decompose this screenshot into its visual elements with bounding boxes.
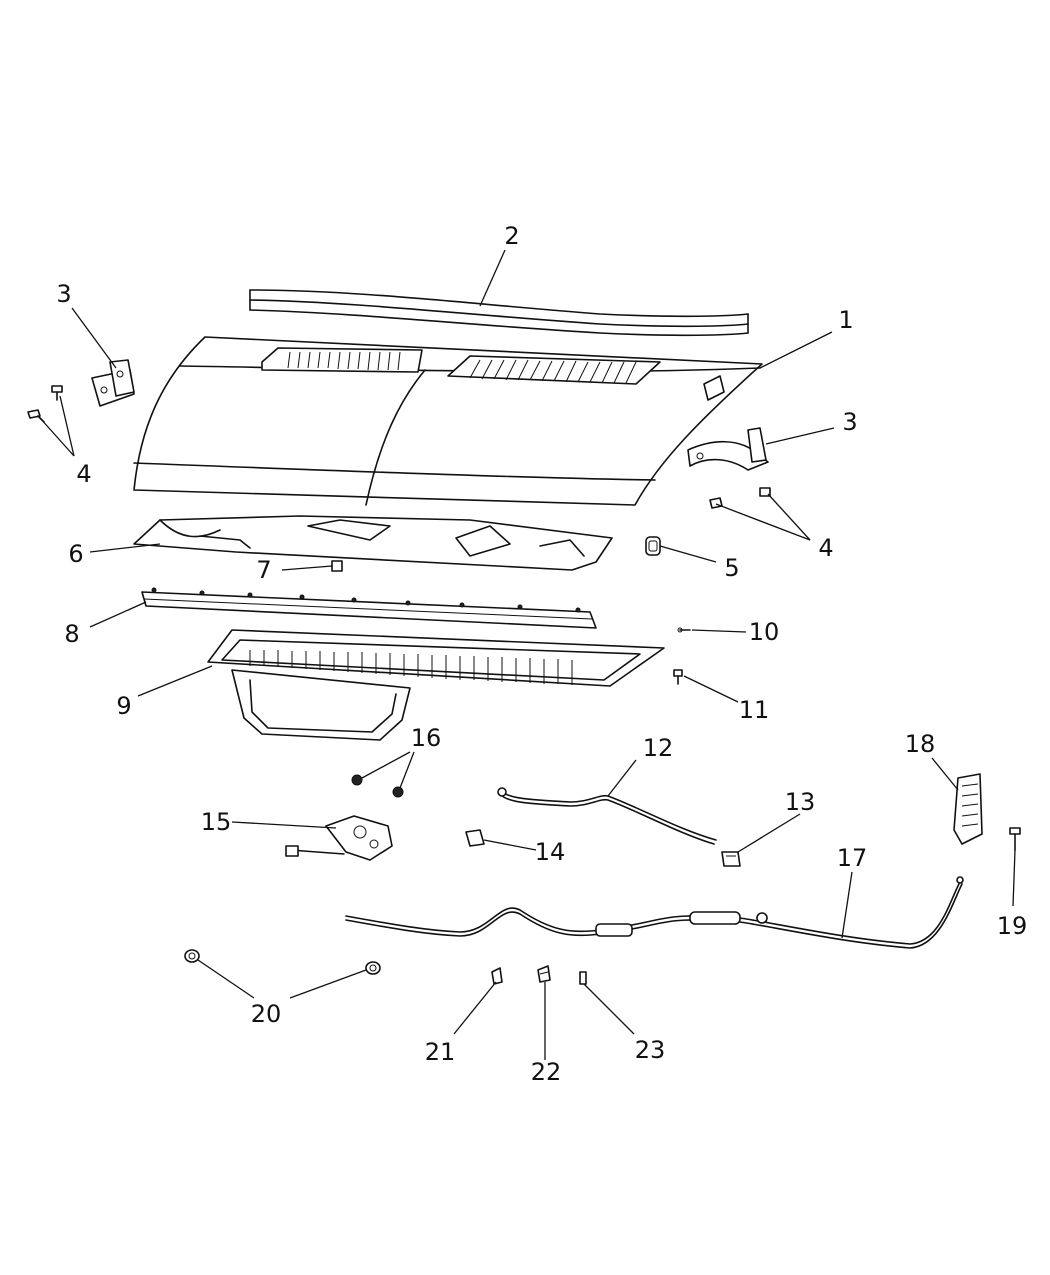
callout-9: 9: [116, 692, 131, 720]
callout-19: 19: [997, 912, 1028, 940]
callout-20: 20: [251, 1000, 282, 1028]
part-18-handle: [953, 773, 983, 845]
leader-lines: [39, 249, 1016, 1060]
callout-1: 1: [838, 306, 853, 334]
part-15-latch: [285, 815, 393, 861]
callout-21: 21: [425, 1038, 456, 1066]
callout-8: 8: [64, 620, 79, 648]
callout-numbers: 1 2 3 3 4 4 5 6 7 8 9 10 11 12 13 14 15 …: [56, 222, 1027, 1086]
part-22-clip: [537, 965, 551, 983]
callout-5: 5: [724, 554, 739, 582]
part-2-hood-seal: [249, 289, 749, 337]
part-7-clip: [331, 560, 343, 572]
part-20-grommets: [184, 949, 381, 975]
part-13-clip: [721, 851, 741, 867]
callout-2: 2: [504, 222, 519, 250]
part-5-grommet: [645, 536, 661, 556]
part-21-clip: [491, 967, 503, 985]
part-17-cable: [345, 876, 964, 949]
part-8-seal-strip: [141, 587, 597, 629]
part-10-pin: [677, 627, 691, 633]
callout-10: 10: [749, 618, 780, 646]
part-16-nuts: [351, 774, 404, 798]
callout-3-right: 3: [842, 408, 857, 436]
callout-17: 17: [837, 844, 868, 872]
callout-12: 12: [643, 734, 674, 762]
callout-4-right: 4: [818, 534, 833, 562]
part-12-rod: [497, 787, 717, 845]
part-9-cowl-tray: [207, 629, 665, 741]
callout-13: 13: [785, 788, 816, 816]
part-11-screw: [673, 669, 683, 685]
part-14-clip: [465, 829, 485, 847]
callout-7: 7: [256, 556, 271, 584]
part-1-hood-panel: [133, 336, 763, 506]
part-4-bolts-left: [27, 385, 63, 423]
callout-22: 22: [531, 1058, 562, 1086]
callout-11: 11: [739, 696, 770, 724]
part-23-clip: [579, 971, 587, 985]
callout-15: 15: [201, 808, 232, 836]
callout-3-left: 3: [56, 280, 71, 308]
callout-18: 18: [905, 730, 936, 758]
part-3-right-hinge: [687, 427, 769, 471]
callout-4-left: 4: [76, 460, 91, 488]
callout-16: 16: [411, 724, 442, 752]
part-3-left-hinge: [91, 359, 135, 407]
callout-6: 6: [68, 540, 83, 568]
part-19-screw: [1009, 827, 1021, 851]
callout-14: 14: [535, 838, 566, 866]
part-6-inner-panel: [133, 515, 613, 571]
callout-23: 23: [635, 1036, 666, 1064]
